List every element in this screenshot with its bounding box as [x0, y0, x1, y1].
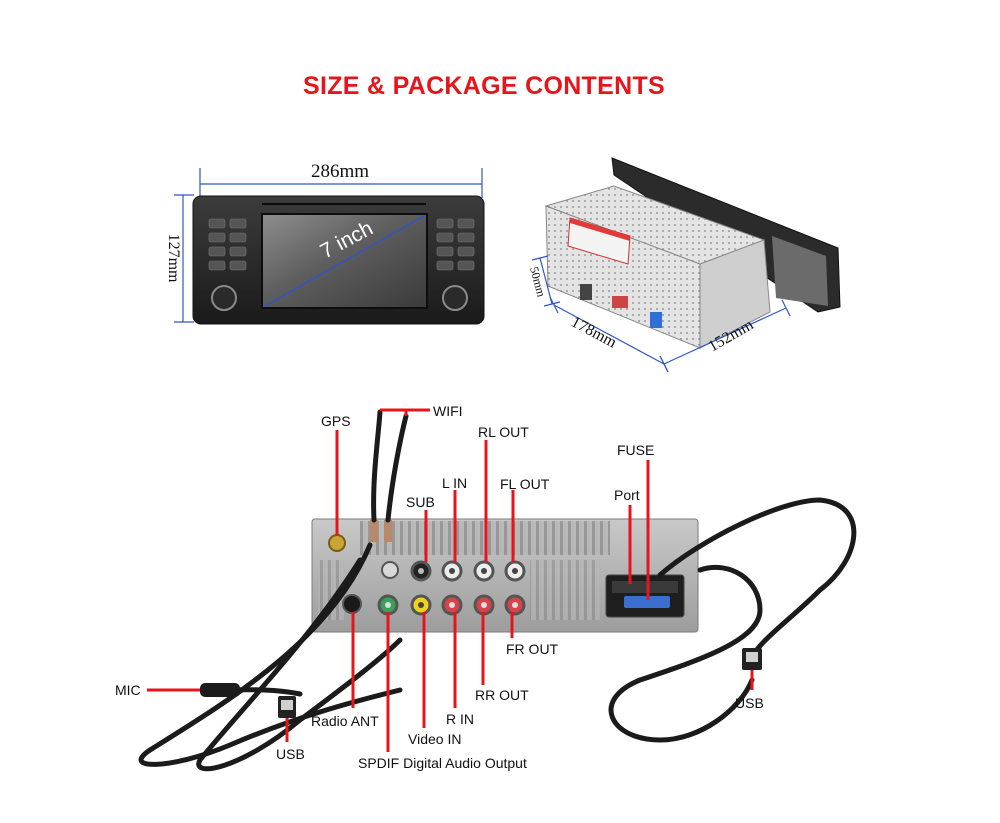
fuse-block: [624, 596, 670, 608]
wifi-label: WIFI: [433, 403, 463, 419]
left-volume-knob: [211, 285, 237, 311]
front-height-label: 127mm: [165, 234, 182, 283]
right-button-panel: [436, 218, 475, 271]
page-title: SIZE & PACKAGE CONTENTS: [302, 72, 665, 100]
gps-label: GPS: [321, 413, 351, 429]
callout-lines: [147, 408, 754, 752]
left-button-panel: [208, 218, 247, 271]
front-view: 286mm 127mm 7 inch: [165, 161, 485, 325]
spdif-label: SPDIF Digital Audio Output: [358, 755, 527, 771]
r-in-label: R IN: [446, 711, 474, 727]
side-depth-dimension: [531, 255, 561, 307]
front-width-dimension: [199, 168, 483, 198]
usb-left-label: USB: [276, 746, 305, 762]
side-depth-label: 50mm: [527, 265, 549, 299]
rl-out-label: RL OUT: [478, 424, 529, 440]
port-label: Port: [614, 487, 640, 503]
rca-bottom-row: [377, 594, 526, 616]
fr-out-label: FR OUT: [506, 641, 559, 657]
fuse-label: FUSE: [617, 442, 654, 458]
rr-out-label: RR OUT: [475, 687, 529, 703]
right-tune-knob: [442, 285, 468, 311]
fl-out-label: FL OUT: [500, 476, 550, 492]
radio-ant-connector: [342, 594, 362, 614]
cables: [138, 409, 857, 772]
rear-panel: [311, 518, 699, 633]
mic-label: MIC: [115, 682, 141, 698]
usb-right-label: USB: [735, 695, 764, 711]
l-in-label: L IN: [442, 475, 467, 491]
sub-label: SUB: [406, 494, 435, 510]
radio-ant-label: Radio ANT: [311, 713, 379, 729]
video-in-label: Video IN: [408, 731, 461, 747]
side-length-dimension: [659, 299, 791, 373]
mic-plug: [200, 683, 240, 697]
front-width-label: 286mm: [311, 161, 369, 182]
side-width-label: 178mm: [568, 314, 620, 352]
side-view: 50mm 178mm 152mm: [527, 157, 841, 373]
gps-connector: [328, 534, 346, 552]
rca-top-row: [410, 560, 526, 582]
front-height-dimension: [174, 194, 194, 323]
